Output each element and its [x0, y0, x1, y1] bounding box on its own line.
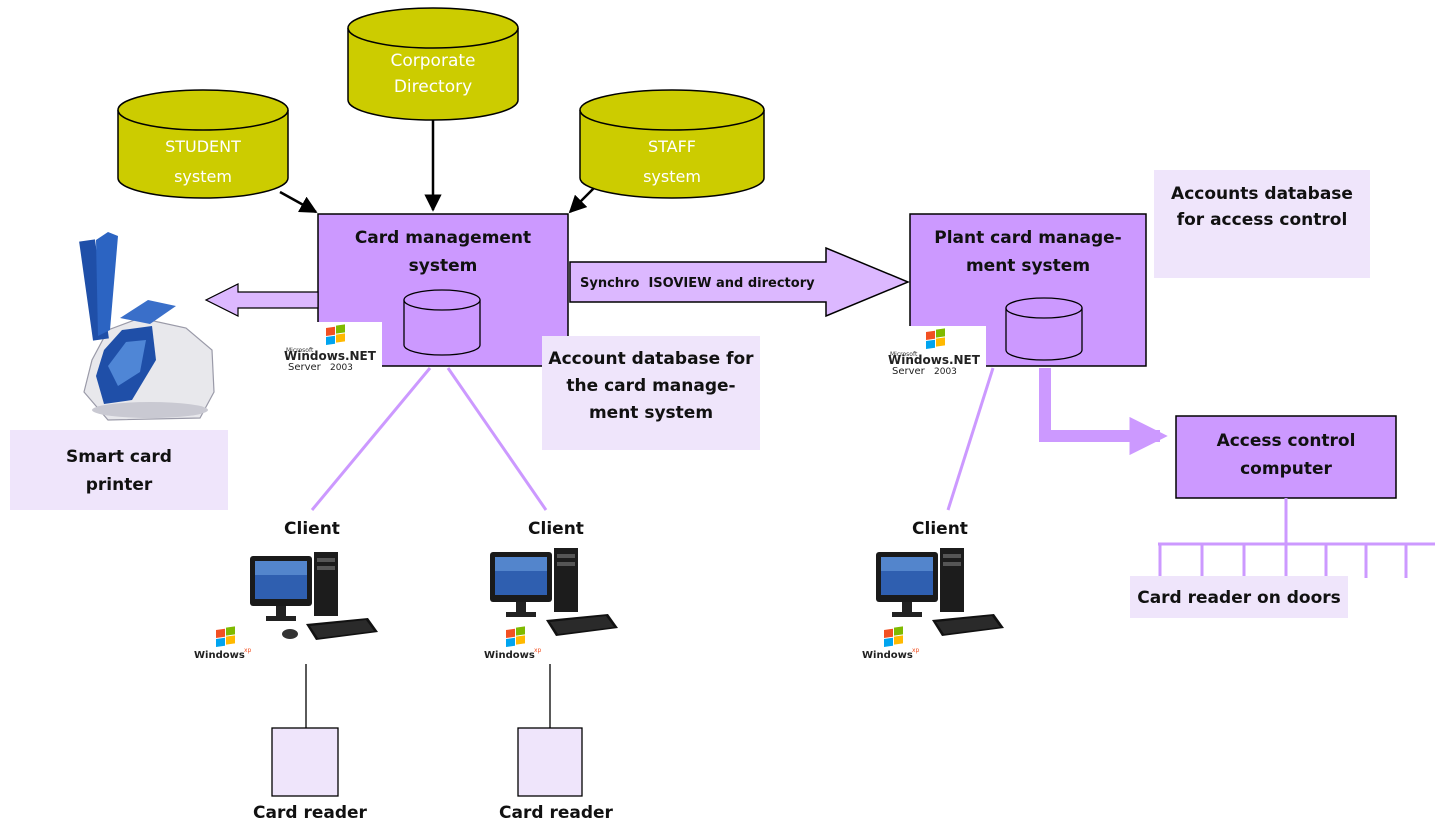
desktop-computer-icon	[490, 548, 618, 636]
card-management-system-box: Card management system	[317, 213, 569, 367]
mouse-icon	[282, 629, 298, 639]
card-mgmt-label-2: system	[409, 256, 478, 276]
client-3: Client Windows xp	[862, 519, 1004, 661]
printer-label-2: printer	[86, 475, 153, 495]
accounts-db-note-2: for access control	[1177, 210, 1348, 230]
svg-text:Windows: Windows	[862, 650, 913, 661]
client-2: Client Windows xp	[484, 519, 618, 661]
account-db-note-3: ment system	[589, 403, 713, 423]
svg-text:Windows: Windows	[484, 650, 535, 661]
account-db-note-1: Account database for	[548, 349, 754, 369]
server-badge-line1: Windows.NET	[888, 353, 981, 367]
student-system-database: STUDENT system	[117, 89, 289, 199]
client-1-label: Client	[284, 519, 340, 539]
svg-text:xp: xp	[912, 647, 920, 654]
windows-xp-badge: Windows xp	[484, 626, 542, 661]
server-badge-line2: Server	[288, 362, 322, 373]
access-control-label-2: computer	[1240, 459, 1332, 479]
staff-db-label-1: STAFF	[648, 137, 696, 156]
client-1: Client Windows xp	[194, 519, 378, 661]
plant-mgmt-label-1: Plant card manage-	[934, 228, 1121, 248]
svg-text:xp: xp	[244, 647, 252, 654]
access-control-computer-box: Access control computer	[1175, 415, 1397, 499]
smart-card-printer-icon	[79, 232, 215, 421]
arrow-student-to-card-mgmt	[279, 190, 318, 214]
connector-card-mgmt-client-1	[310, 367, 432, 511]
card-reader-1-label: Card reader	[253, 803, 368, 823]
door-reader-bus	[1158, 498, 1435, 578]
smart-card-printer-label: Smart card printer	[10, 430, 228, 510]
svg-text:Windows: Windows	[194, 650, 245, 661]
server-badge-small: Microsoft	[286, 347, 314, 354]
card-mgmt-database-icon	[403, 289, 481, 356]
desktop-computer-icon	[250, 552, 378, 640]
card-reader-2-label: Card reader	[499, 803, 614, 823]
plant-mgmt-database-icon	[1005, 297, 1083, 361]
student-db-label-2: system	[174, 167, 232, 186]
corporate-db-label-1: Corporate	[391, 51, 476, 71]
accounts-database-note: Accounts database for access control	[1154, 170, 1370, 278]
account-database-note: Account database for the card manage- me…	[542, 336, 760, 450]
card-mgmt-label-1: Card management	[355, 228, 531, 248]
corporate-db-label-2: Directory	[394, 77, 472, 97]
plant-mgmt-label-2: ment system	[966, 256, 1090, 276]
card-reader-2: Card reader	[499, 664, 614, 823]
server-badge-small: Microsoft	[890, 351, 918, 358]
access-control-label-1: Access control	[1217, 431, 1356, 451]
plant-card-management-box: Plant card manage- ment system	[909, 213, 1147, 367]
desktop-computer-icon	[876, 548, 1004, 636]
staff-system-database: STAFF system	[579, 89, 765, 199]
server-badge-year: 2003	[934, 367, 957, 377]
client-2-label: Client	[528, 519, 584, 539]
corporate-directory-database: Corporate Directory	[347, 7, 519, 121]
card-reader-on-doors-label: Card reader on doors	[1130, 576, 1348, 618]
printer-label-1: Smart card	[66, 447, 172, 467]
windows-net-server-badge-2: Microsoft Windows.NET Server 2003	[886, 326, 986, 377]
arrow-card-mgmt-to-printer	[204, 283, 319, 317]
sync-arrow-label: Synchro ISOVIEW and directory	[580, 276, 815, 291]
student-db-label-1: STUDENT	[165, 137, 241, 156]
server-badge-line1: Windows.NET	[284, 349, 377, 363]
account-db-note-2: the card manage-	[566, 376, 735, 396]
server-badge-year: 2003	[330, 363, 353, 373]
connector-card-mgmt-client-2	[446, 367, 548, 511]
door-readers-label: Card reader on doors	[1137, 588, 1341, 608]
connector-plant-to-access-control	[1039, 368, 1168, 456]
staff-db-label-2: system	[643, 167, 701, 186]
card-reader-1: Card reader	[253, 664, 368, 823]
windows-xp-badge: Windows xp	[194, 626, 252, 661]
accounts-db-note-1: Accounts database	[1171, 184, 1353, 204]
client-3-label: Client	[912, 519, 968, 539]
svg-text:xp: xp	[534, 647, 542, 654]
windows-xp-badge: Windows xp	[862, 626, 920, 661]
arrow-staff-to-card-mgmt	[568, 187, 595, 214]
connector-plant-mgmt-client-3	[946, 367, 995, 511]
windows-net-server-badge-1: Microsoft Windows.NET Server 2003	[282, 322, 382, 373]
server-badge-line2: Server	[892, 366, 926, 377]
sync-arrow: Synchro ISOVIEW and directory	[569, 246, 910, 318]
